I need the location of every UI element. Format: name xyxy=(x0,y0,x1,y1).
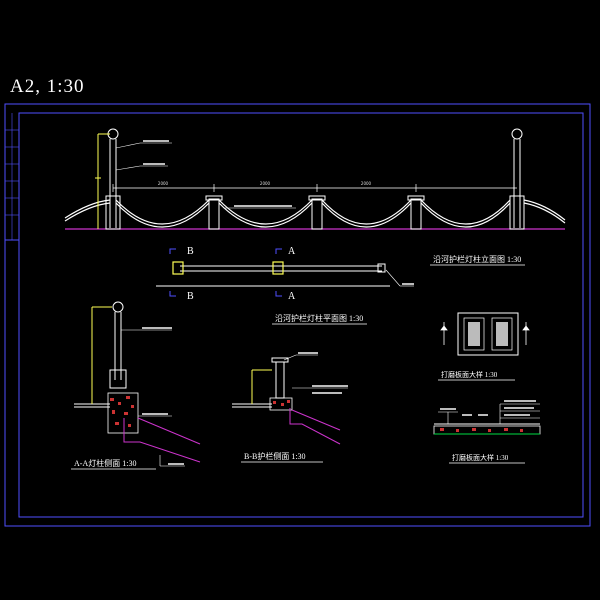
chains xyxy=(64,199,566,228)
drawing-frame xyxy=(4,103,591,527)
lamp-post-left xyxy=(105,128,121,230)
section-marker-b-top: B xyxy=(187,246,194,257)
bollards xyxy=(205,195,425,230)
section-marker-a-bottom: A xyxy=(288,291,296,302)
aa-note-marks xyxy=(142,327,184,465)
title-plan: 沿河护栏灯柱平面图 1:30 xyxy=(275,313,363,323)
plan-bollard xyxy=(272,261,284,275)
dimension-2000-a: 2000 xyxy=(158,181,169,186)
plan-section-markers xyxy=(169,248,282,297)
bb-note-marks xyxy=(298,352,348,394)
aa-slope xyxy=(123,417,201,463)
bb-foundation xyxy=(269,397,293,411)
plan-note-mark xyxy=(402,283,414,285)
lamp-post-right xyxy=(509,128,525,230)
title-paving-section: 打磨板面大样 1:30 xyxy=(452,453,509,462)
title-section-bb: B-B护栏侧面 1:30 xyxy=(244,451,306,461)
plan-view: B B A A xyxy=(156,246,414,302)
plan-end-post xyxy=(377,263,386,273)
view-titles: 沿河护栏灯柱立面图 1:30 沿河护栏灯柱平面图 1:30 A-A灯柱侧面 1:… xyxy=(71,254,525,470)
section-aa xyxy=(74,301,201,467)
bb-height-dim xyxy=(251,369,272,404)
title-paving-plan: 打磨板面大样 1:30 xyxy=(441,370,498,379)
elevation-leaders xyxy=(115,142,296,209)
section-marker-a-top: A xyxy=(288,246,296,257)
elevation-note-marks xyxy=(143,140,292,207)
bb-leaders xyxy=(283,354,348,389)
bb-foundation-hatch xyxy=(273,400,290,406)
aa-foundation xyxy=(107,392,139,434)
dimension-2000-c: 2000 xyxy=(361,181,372,186)
plan-leader xyxy=(385,269,414,287)
dimension-2000-b: 2000 xyxy=(260,181,271,186)
aa-leaders xyxy=(121,329,185,467)
aa-foundation-hatch xyxy=(110,396,134,427)
title-section-aa: A-A灯柱侧面 1:30 xyxy=(74,458,136,468)
paving-section-detail xyxy=(433,400,541,435)
plan-lamp-post xyxy=(172,261,184,275)
paving-section-hatch xyxy=(440,428,523,432)
section-marker-b-bottom: B xyxy=(187,291,194,302)
sheet-title: A2, 1:30 xyxy=(10,76,85,97)
height-dimension xyxy=(95,133,110,229)
aa-height-dim xyxy=(91,306,112,404)
section-bb xyxy=(232,352,348,445)
title-block xyxy=(5,113,19,240)
elevation-view: 2000 2000 2000 xyxy=(64,128,566,230)
paving-plan-detail xyxy=(440,312,530,356)
bb-slope xyxy=(289,408,341,445)
title-elevation: 沿河护栏灯柱立面图 1:30 xyxy=(433,254,521,264)
elevation-dimension xyxy=(112,184,517,192)
